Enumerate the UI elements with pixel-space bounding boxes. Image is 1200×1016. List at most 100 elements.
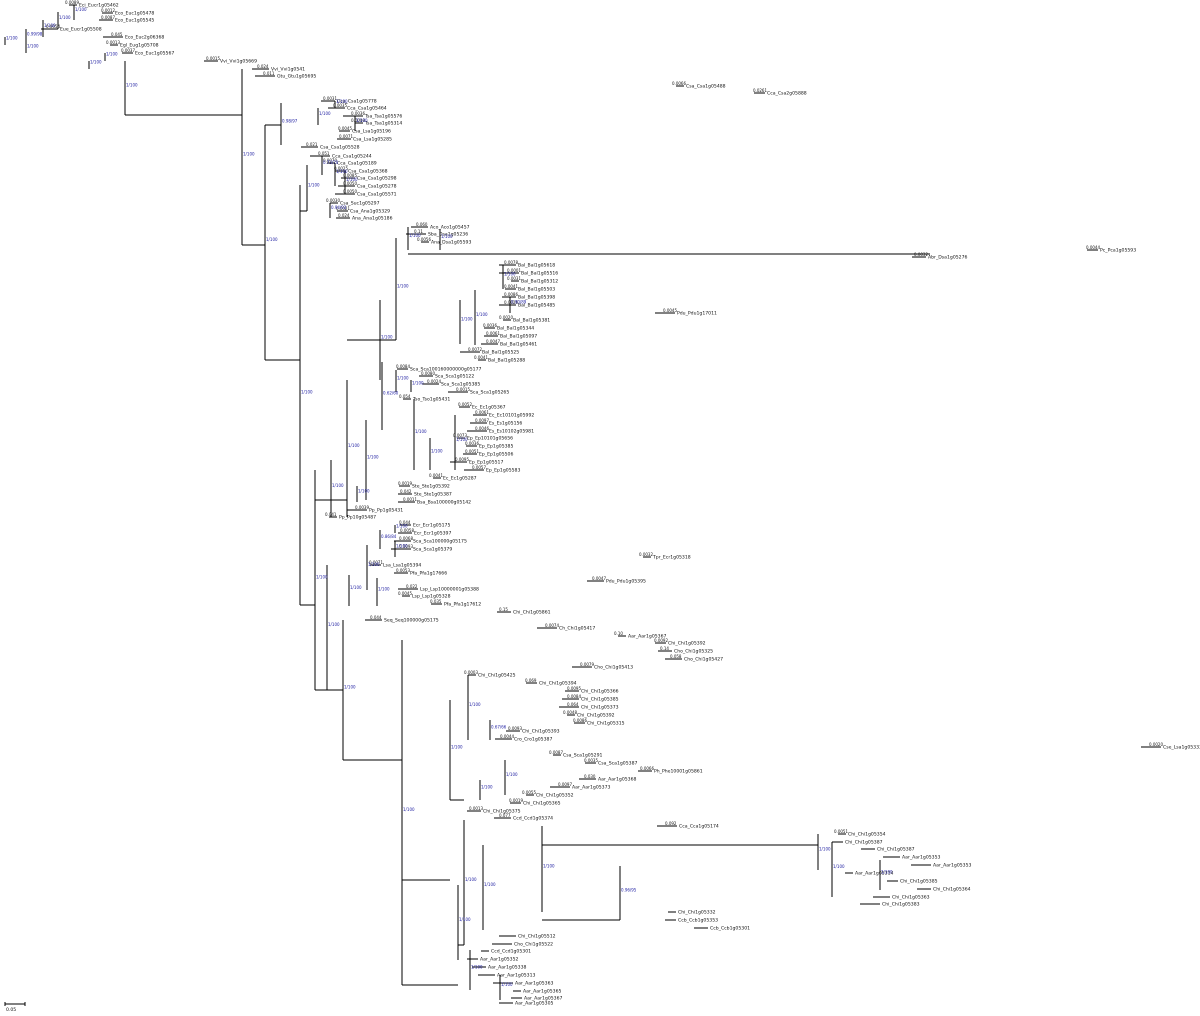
branch-length-label: 0.0003 xyxy=(464,670,478,675)
branch-length-label: 0.0008 xyxy=(351,118,365,123)
branch-length-label: 0.0086 xyxy=(573,718,587,723)
tip-label: Gtu_Gtu1g05695 xyxy=(277,74,316,80)
tip-label: Aar_Aar1g05353 xyxy=(902,855,941,861)
tip-label: Chi_Chi1g05315 xyxy=(587,721,625,727)
branch-length-label: 0.0030 xyxy=(326,198,340,203)
branch-length-label: 0.0001 xyxy=(507,268,521,273)
tip-label: Chi_Chi1g05364 xyxy=(933,887,971,893)
tip-label: Chi_Chi1g05425 xyxy=(478,673,516,679)
branch-length-label: 0.0052 xyxy=(458,402,472,407)
tip-label: Chi_Chi1g05385 xyxy=(581,697,619,703)
node-support-label: 1/100 xyxy=(368,562,380,567)
tip-label: Ep_Ep10101g05656 xyxy=(467,436,513,442)
tip-label: Eco_Euc2g06368 xyxy=(125,35,164,41)
node-support-label: 1/100 xyxy=(396,544,408,549)
branch-length-label: 0.0053 xyxy=(396,568,410,573)
tip-label: Chi_Chi1g05512 xyxy=(518,934,556,940)
tip-label: Pp_Pp1g05431 xyxy=(369,508,403,514)
branch-length-label: 0.060 xyxy=(416,222,428,227)
node-support-label: 0.73/70 xyxy=(323,160,339,165)
tree-labels: Eci_Eucr1g054620.0089Eco_Euc1g054780.001… xyxy=(6,0,1200,1007)
node-support-label: 1/100 xyxy=(881,870,893,875)
tip-label: Ph_Phe10001g05861 xyxy=(654,769,703,775)
tip-label: Chi_Chi1g05366 xyxy=(581,689,619,695)
tip-label: Chi_Chi1g05392 xyxy=(668,641,706,647)
tip-label: Chi_Chi1g05365 xyxy=(523,801,561,807)
tip-label: Chi_Chi1g05385 xyxy=(900,879,938,885)
tip-label: Csa_Ana1g05329 xyxy=(350,209,390,215)
tip-label: Aar_Aar1g05363 xyxy=(515,981,554,987)
tip-label: Cro_Cro1g05387 xyxy=(514,737,552,743)
node-support-label: 1/100 xyxy=(481,785,493,790)
branch-length-label: 0.0012 xyxy=(101,8,115,13)
tip-label: Sca_Sca1g05379 xyxy=(413,547,452,553)
branch-length-label: 0.0071 xyxy=(369,560,383,565)
tip-label: Seq_Seq100000g05175 xyxy=(384,618,439,624)
tip-label: Tsa_Tsa1g05314 xyxy=(364,121,402,127)
branch-length-label: 0.0026 xyxy=(504,300,518,305)
tip-label: Bal_Bal1g05618 xyxy=(518,263,555,269)
tip-label: Sca_Sca1g05385 xyxy=(441,382,480,388)
branch-length-label: 0.0079 xyxy=(580,662,594,667)
tip-label: Bal_Bal1g05312 xyxy=(521,279,558,285)
node-support-label: 1/100 xyxy=(6,36,18,41)
branch-length-label: 0.0080 xyxy=(421,371,435,376)
tip-label: Aar_Aar1g05338 xyxy=(488,965,527,971)
tip-label: Aar_Aar1g05373 xyxy=(572,785,611,791)
branch-length-label: 0.0044 xyxy=(500,734,514,739)
tip-label: Aar_Aar1g05305 xyxy=(515,1001,554,1007)
branch-length-label: 0.069 xyxy=(525,678,537,683)
tip-label: Ch_Chi1g05417 xyxy=(559,626,595,632)
branch-length-label: 0.092 xyxy=(665,821,677,826)
tip-label: Chi_Chi1g05363 xyxy=(892,895,930,901)
tip-label: Bal_Bal1g05344 xyxy=(497,326,534,332)
tip-label: Bal_Bal1g05525 xyxy=(482,350,519,356)
tip-label: Ep_Ep1g05517 xyxy=(469,460,503,466)
branch-length-label: 0.0045 xyxy=(398,591,412,596)
branch-length-label: 0.0078 xyxy=(504,260,518,265)
tip-label: Csa_Csa1g05488 xyxy=(686,84,726,90)
branch-length-label: 0.0057 xyxy=(472,465,486,470)
branch-length-label: 0.024 xyxy=(257,64,269,69)
branch-length-label: 0.0093 xyxy=(399,544,413,549)
branch-length-label: 0.064 xyxy=(567,702,579,707)
branch-length-label: 0.0015 xyxy=(456,387,470,392)
tip-label: Ep_Ep1g05506 xyxy=(479,452,513,458)
node-support-label: 1/100 xyxy=(501,982,513,987)
tip-label: Ccd_Ccd1g05301 xyxy=(491,949,531,955)
tip-label: Ccd_Ccd1g05374 xyxy=(513,816,553,822)
branch-length-label: 0.0073 xyxy=(453,433,467,438)
branch-length-label: 0.0051 xyxy=(465,449,479,454)
tip-label: Chi_Chi1g05394 xyxy=(539,681,577,687)
node-support-label: 1/100 xyxy=(381,335,393,340)
node-support-label: 1/100 xyxy=(465,877,477,882)
branch-length-label: 0.0041 xyxy=(474,355,488,360)
node-support-label: 1/100 xyxy=(350,585,362,590)
tip-label: Csa_Lsa1g05196 xyxy=(352,129,391,135)
tip-label: Bal_Bal1g05097 xyxy=(500,334,537,340)
branch-length-label: 0.0050 xyxy=(343,189,357,194)
tip-label: Cho_Chi1g05522 xyxy=(514,942,553,948)
node-support-label: 1/100 xyxy=(367,455,379,460)
tip-label: Ccb_Ccb1g05301 xyxy=(710,926,750,932)
branch-length-label: 0.0071 xyxy=(339,134,353,139)
node-support-label: 1/100 xyxy=(328,622,340,627)
branch-length-label: 0.0068 xyxy=(399,536,413,541)
tip-label: Chi_Chi1g05375 xyxy=(483,809,521,815)
branch-length-label: 0.0037 xyxy=(121,48,135,53)
tip-label: Aar_Aar1g05365 xyxy=(523,989,562,995)
tip-label: Eco_Euc1g05567 xyxy=(135,51,174,57)
branch-length-label: 0.0047 xyxy=(486,339,500,344)
tip-label: Ec_Ec1g05287 xyxy=(443,476,477,482)
tip-label: Cca_Csa1g05244 xyxy=(332,154,372,160)
branch-length-label: 0.0044 xyxy=(1086,245,1100,250)
branch-length-label: 0.0035 xyxy=(333,103,347,108)
branch-length-label: 0.0061 xyxy=(486,331,500,336)
branch-length-label: 0.0031 xyxy=(507,276,521,281)
node-support-label: 1/100 xyxy=(476,312,488,317)
node-support-label: 1/100 xyxy=(471,965,483,970)
tip-label: Tso_Tso1g05431 xyxy=(412,397,450,403)
tip-label: Csa_Csa1g05278 xyxy=(357,184,397,190)
tip-label: Vvi_Vvi1g05669 xyxy=(220,59,257,65)
